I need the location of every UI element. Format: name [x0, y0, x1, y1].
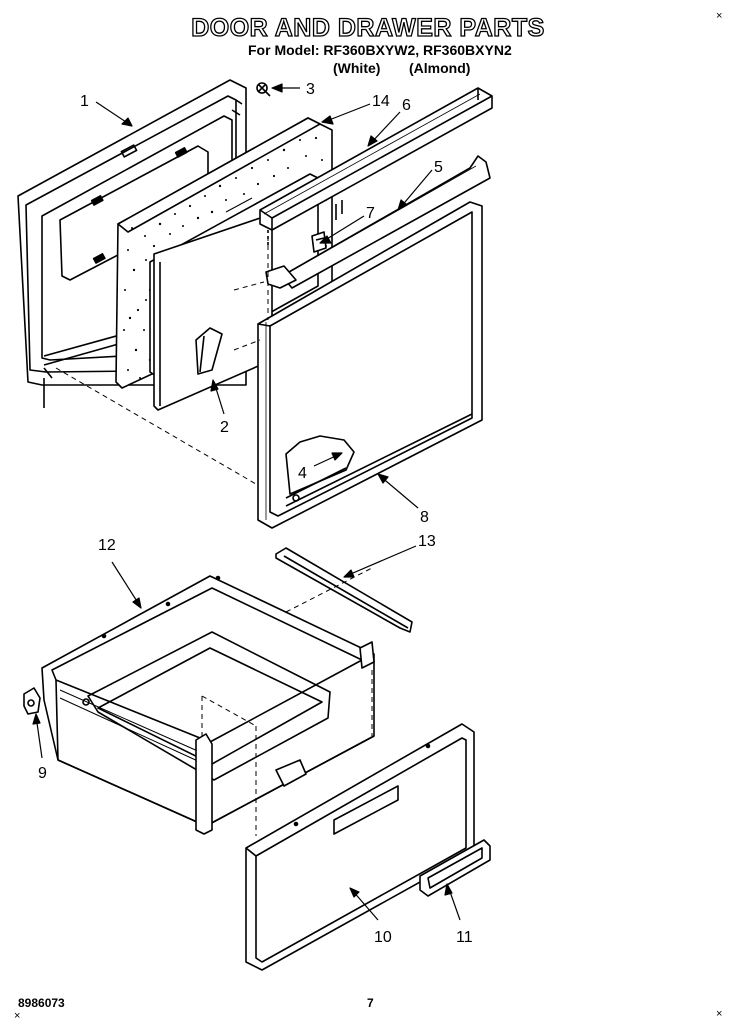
color-almond-label: (Almond) [409, 60, 471, 76]
callout-9: 9 [38, 765, 47, 782]
callout-6: 6 [402, 97, 411, 114]
callout-4: 4 [298, 465, 307, 482]
drawer-rail [275, 547, 413, 633]
door-clip [311, 231, 327, 253]
callout-numbers: 1 3 14 6 5 7 2 4 8 12 13 9 10 11 [38, 81, 473, 946]
corner-mark-bottom-left: × [14, 1010, 21, 1022]
door-assembly-lines [55, 236, 269, 485]
callout-8: 8 [420, 509, 429, 526]
callout-12: 12 [98, 537, 116, 554]
drawer-handle [419, 839, 491, 897]
door-glass-frame [257, 201, 483, 529]
corner-mark-bottom-right: × [716, 1008, 723, 1020]
corner-mark-top-right: × [716, 10, 723, 22]
drawer-box [41, 575, 375, 835]
color-white-label: (White) [333, 60, 381, 76]
callout-2: 2 [220, 419, 229, 436]
callout-7: 7 [366, 205, 375, 222]
callout-1: 1 [80, 93, 89, 110]
callout-13: 13 [418, 533, 436, 550]
page-title: DOOR AND DRAWER PARTS [191, 13, 545, 42]
vent-rail [265, 155, 491, 289]
page-number: 7 [367, 996, 374, 1010]
callout-5: 5 [434, 159, 443, 176]
screw [256, 82, 271, 97]
drawer-side-clip [23, 687, 41, 715]
callout-3: 3 [306, 81, 315, 98]
model-line: For Model: RF360BXYW2, RF360BXYN2 [248, 42, 512, 58]
callout-11: 11 [456, 929, 473, 946]
callout-leaders [32, 83, 461, 921]
document-number: 8986073 [18, 996, 65, 1010]
callout-10: 10 [374, 929, 392, 946]
callout-14: 14 [372, 93, 390, 110]
top-trim-rail [259, 87, 493, 248]
